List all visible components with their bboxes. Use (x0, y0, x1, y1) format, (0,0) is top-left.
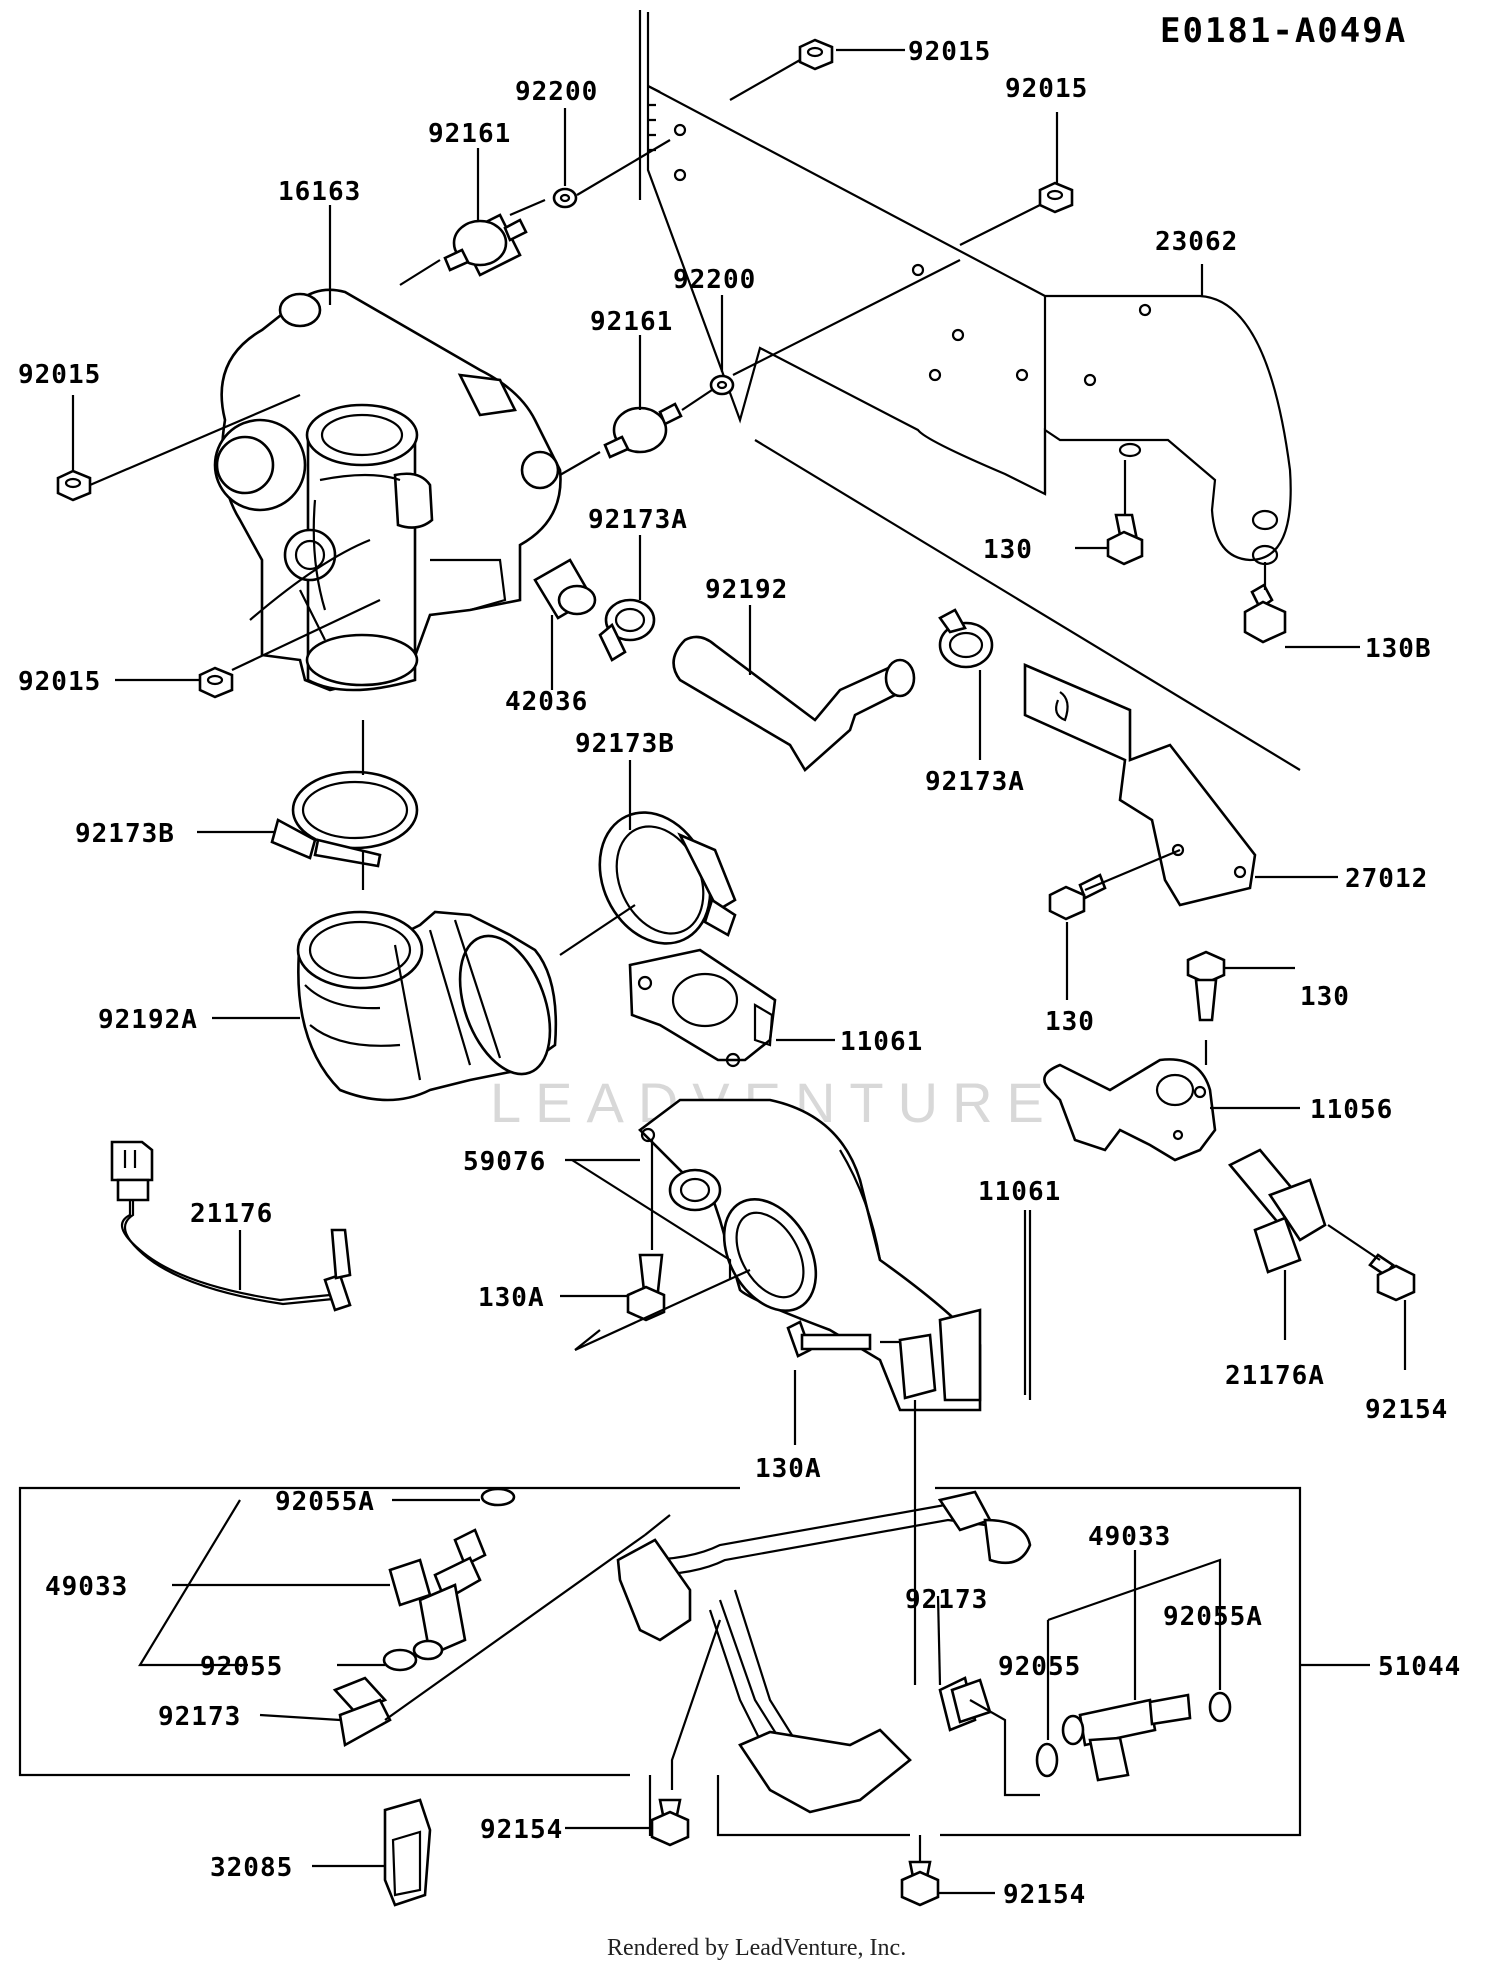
label-21176A: 21176A (1225, 1361, 1325, 1391)
label-92154-right: 92154 (1365, 1395, 1448, 1425)
label-130A-lower: 130A (755, 1454, 822, 1484)
oring-92055-right-part (1035, 1742, 1059, 1778)
label-16163: 16163 (278, 177, 361, 207)
label-32085: 32085 (210, 1853, 293, 1883)
label-92154-left: 92154 (480, 1815, 563, 1845)
bolt-130-right-part (1186, 950, 1226, 1022)
label-92055A-left: 92055A (275, 1487, 375, 1517)
label-92173B-left: 92173B (75, 819, 175, 849)
washer-92200-upper-part (552, 187, 578, 209)
label-92154-bottom: 92154 (1003, 1880, 1086, 1910)
label-130-right: 130 (1300, 982, 1350, 1012)
label-59076: 59076 (463, 1147, 546, 1177)
label-92173A-upper: 92173A (588, 505, 688, 535)
label-92192A: 92192A (98, 1005, 198, 1035)
oring-92055-left-part (382, 1648, 418, 1672)
leader-lines (71, 48, 1407, 1895)
label-92173B-upper: 92173B (575, 729, 675, 759)
label-49033-right: 49033 (1088, 1522, 1171, 1552)
clamp-92173B-large-part (598, 811, 737, 945)
label-92161-upper: 92161 (428, 119, 511, 149)
nut-92015-top-part (798, 38, 834, 71)
oring-92055A-right-part (1208, 1691, 1232, 1723)
bolt-92154-right-part (1368, 1253, 1416, 1302)
clamp-92173A-upper-part (598, 598, 656, 662)
label-92173A-right: 92173A (925, 767, 1025, 797)
sensor-21176-part (110, 1140, 352, 1312)
label-92015-left-upper: 92015 (18, 360, 101, 390)
label-92055-left: 92055 (200, 1652, 283, 1682)
bolt-130-upper-part (1106, 513, 1144, 566)
label-130A-left: 130A (478, 1283, 545, 1313)
label-92192: 92192 (705, 575, 788, 605)
bracket-27012-part (1023, 663, 1257, 907)
assembly-box-51044 (18, 1486, 1302, 1837)
boot-92192A-part (296, 910, 558, 1102)
hose-92192-part (672, 635, 916, 773)
sensor-21176A-part (1227, 1148, 1327, 1274)
injector-49033-left-part (388, 1528, 487, 1661)
label-130-mid: 130 (1045, 1007, 1095, 1037)
label-130B: 130B (1365, 634, 1432, 664)
manifold-59076-part (638, 1098, 982, 1412)
bolt-130A-long-part (786, 1320, 872, 1358)
bolt-130-mid-part (1048, 873, 1107, 921)
nut-92015-left-lower-part (198, 666, 234, 699)
bolt-130A-left-part (626, 1253, 666, 1322)
oring-92055A-left-part (480, 1487, 516, 1507)
clamp-92173B-left-part (270, 770, 419, 868)
grommet-92161-lower-part (603, 402, 683, 459)
label-92015-right: 92015 (1005, 74, 1088, 104)
footer-credit: Rendered by LeadVenture, Inc. (607, 1935, 906, 1961)
nut-92015-right-part (1038, 181, 1074, 214)
label-49033-left: 49033 (45, 1572, 128, 1602)
label-92055-right: 92055 (998, 1652, 1081, 1682)
grommet-92161-upper-part (443, 213, 528, 277)
label-11061-upper: 11061 (840, 1027, 923, 1057)
label-27012: 27012 (1345, 864, 1428, 894)
bolt-92154-bottom-part (900, 1860, 940, 1907)
label-92161-lower: 92161 (590, 307, 673, 337)
label-92173-right: 92173 (905, 1585, 988, 1615)
label-42036: 42036 (505, 687, 588, 717)
label-23062: 23062 (1155, 227, 1238, 257)
bracket-23062-part (638, 10, 1292, 566)
bolt-92154-left-part (650, 1798, 690, 1847)
label-92015-left-lower: 92015 (18, 667, 101, 697)
label-92173-left: 92173 (158, 1702, 241, 1732)
label-92015-top: 92015 (908, 37, 991, 67)
nut-92015-left-upper-part (56, 469, 92, 502)
label-130-upper: 130 (983, 535, 1033, 565)
label-92200-lower: 92200 (673, 265, 756, 295)
clamp-92173A-right-part (938, 608, 994, 669)
label-11061-lower: 11061 (978, 1177, 1061, 1207)
diagram-code: E0181-A049A (1160, 11, 1407, 51)
injector-49033-right-part (1061, 1693, 1192, 1782)
throttle-body-16163-part (213, 288, 562, 692)
label-92055A-right: 92055A (1163, 1602, 1263, 1632)
leader-bracket-diag (754, 439, 1301, 771)
bracket-11056-part (1043, 1058, 1217, 1162)
bolt-130B-part (1243, 583, 1287, 644)
fuel-pipe-51044-part (616, 1490, 1032, 1814)
label-11056: 11056 (1310, 1095, 1393, 1125)
label-51044: 51044 (1378, 1652, 1461, 1682)
labels: 92015 92015 92200 92161 16163 23062 9201… (18, 37, 1461, 1910)
label-92200-upper: 92200 (515, 77, 598, 107)
gasket-11061-part (628, 948, 777, 1068)
washer-92200-lower-part (709, 374, 735, 396)
label-21176: 21176 (190, 1199, 273, 1229)
manifold-bracket-part (898, 1333, 937, 1400)
clamp-92173-left-part (332, 1676, 392, 1748)
clip-32085-part (383, 1798, 432, 1907)
hose-42036-part (533, 558, 597, 620)
